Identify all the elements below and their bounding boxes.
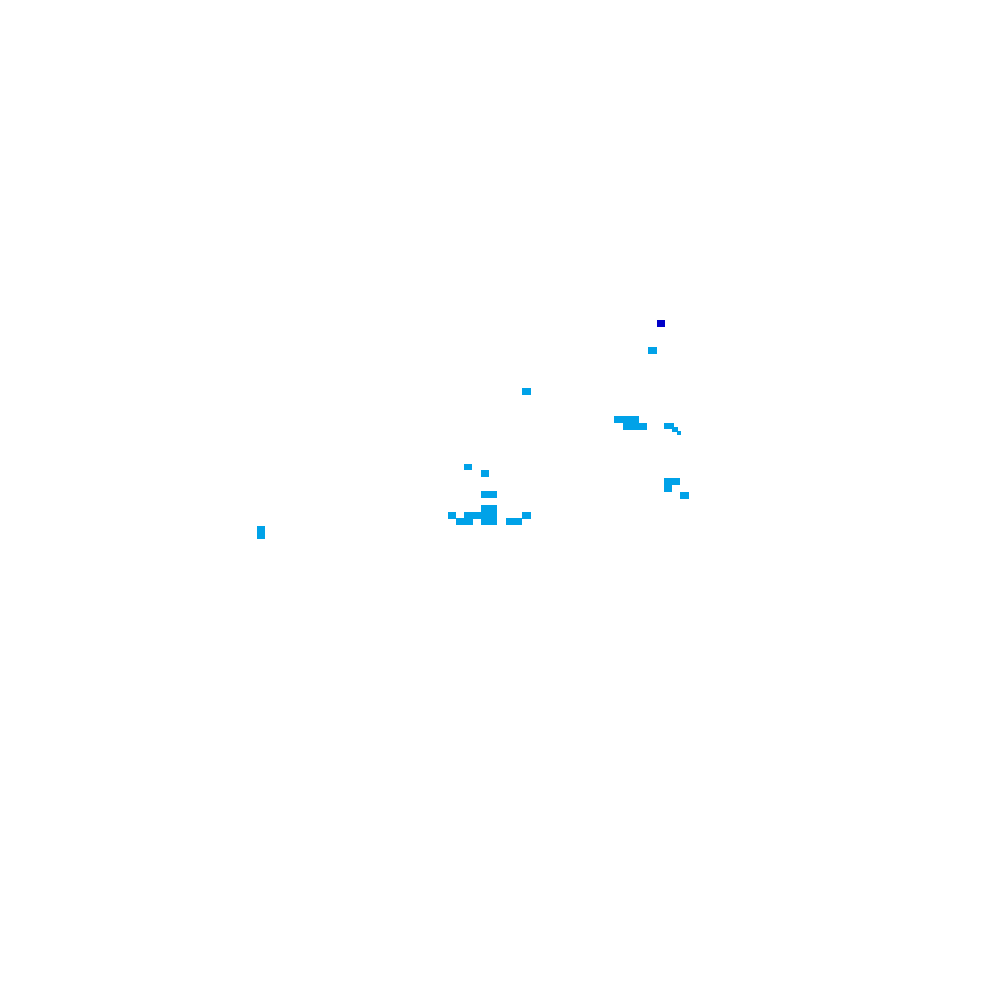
map-cell xyxy=(672,427,678,432)
map-cell xyxy=(464,464,472,470)
map-cell xyxy=(614,416,639,423)
map-cell xyxy=(464,512,481,519)
map-cell xyxy=(623,423,647,430)
map-cell xyxy=(680,492,689,499)
map-cell xyxy=(481,491,497,498)
map-cell xyxy=(481,505,497,525)
map-cell xyxy=(664,485,672,492)
map-cell xyxy=(648,347,657,354)
map-cell xyxy=(664,478,680,485)
map-cell xyxy=(677,431,681,435)
map-cell xyxy=(481,470,489,477)
map-cell xyxy=(522,388,531,395)
map-cell xyxy=(522,512,531,519)
map-cell xyxy=(664,423,674,429)
map-cell xyxy=(506,518,522,525)
map-cell xyxy=(456,518,473,525)
map-cell xyxy=(257,526,265,539)
map-cell xyxy=(448,512,456,519)
highlight-cell xyxy=(657,320,665,327)
